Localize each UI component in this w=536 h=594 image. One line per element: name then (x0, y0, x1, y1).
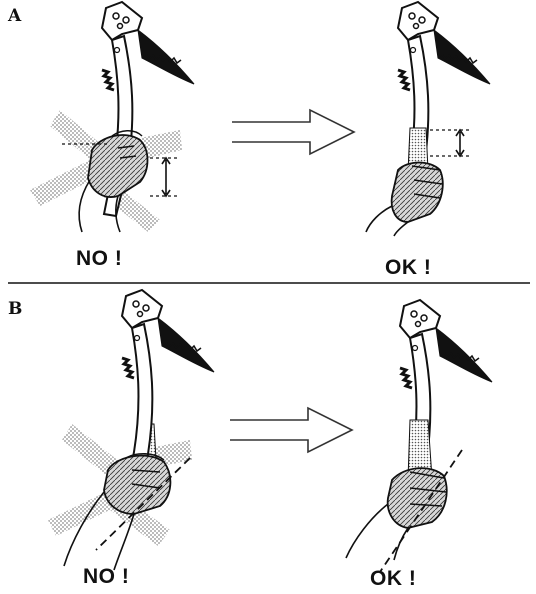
panel-b-right-caption: OK ! (370, 567, 416, 591)
distance-marker (430, 130, 470, 156)
hand-icon (346, 468, 447, 560)
panel-a-wrong-caption: NO ! (76, 247, 122, 271)
panel-a-label: A (8, 6, 21, 26)
arrow-right-icon (230, 408, 352, 452)
panel-b-wrong-caption: NO ! (83, 565, 129, 589)
panel-a-wrong-illustration (30, 2, 194, 232)
panel-b-wrong-illustration (48, 290, 214, 570)
panel-b-right-illustration (346, 300, 492, 572)
arrow-right-icon (232, 110, 354, 154)
panel-a (30, 2, 490, 236)
panel-b-label: B (8, 299, 22, 319)
hand-icon (366, 163, 443, 237)
panel-a-right-caption: OK ! (385, 256, 431, 280)
panel-a-right-illustration (366, 2, 490, 236)
panel-b (48, 290, 492, 572)
